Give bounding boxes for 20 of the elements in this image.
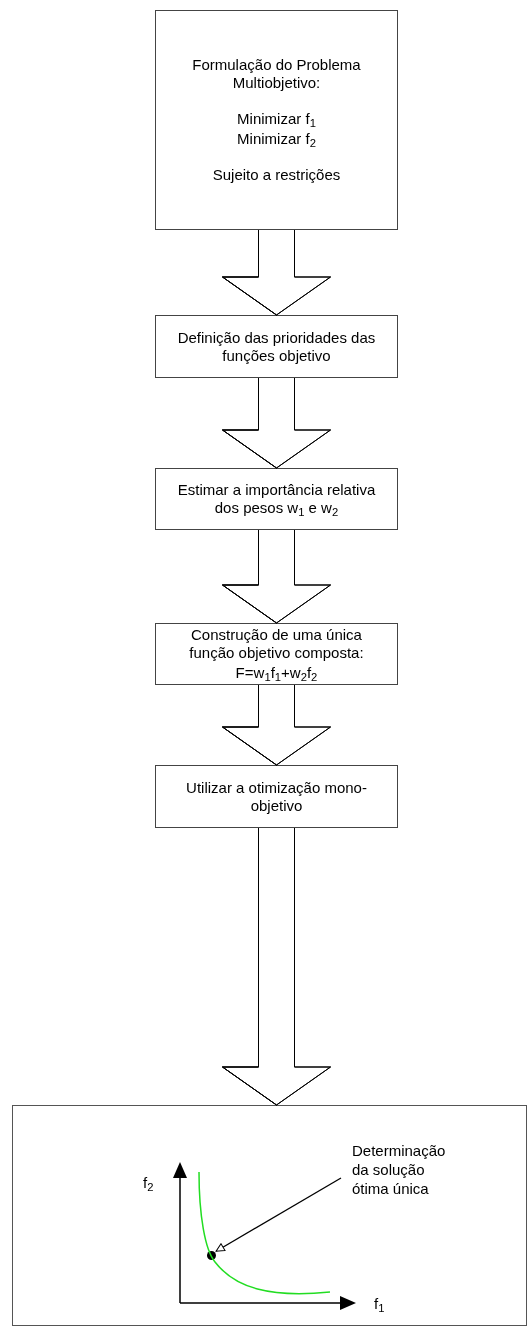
box-text: F=w$_{1}$f$_{1}$+w$_{2}$f$_{2}$ [235, 664, 318, 682]
box-text: Sujeito a restrições [212, 166, 341, 184]
box-text: Construção de uma única função objetivo composta: [188, 626, 365, 662]
process-box [155, 623, 398, 685]
process-box [155, 315, 398, 378]
process-box [155, 10, 398, 230]
box-text: Estimar a importância relativa dos pesos w$_{1}$ e w$_{2}$ [176, 481, 377, 517]
axis-label: f$_{1}$ [374, 1294, 385, 1316]
optimal-point [207, 1251, 216, 1260]
axis-label: f$_{2}$ [143, 1173, 154, 1195]
process-box [155, 468, 398, 530]
process-box [155, 765, 398, 828]
box-text: Minimizar f$_{1}$ [237, 110, 316, 128]
leader-arrow [215, 1177, 342, 1252]
box-text: Formulação do Problema Multiobjetivo: [191, 56, 362, 92]
box-text: Definição das prioridades das funções objetivo [176, 328, 377, 365]
annotation-text: Determinação da solução ótima única [352, 1141, 462, 1213]
box-text: Minimizar f$_{2}$ [237, 130, 316, 148]
box-text: Utilizar a otimização mono-objetivo [185, 778, 368, 815]
result-panel [12, 1105, 527, 1326]
